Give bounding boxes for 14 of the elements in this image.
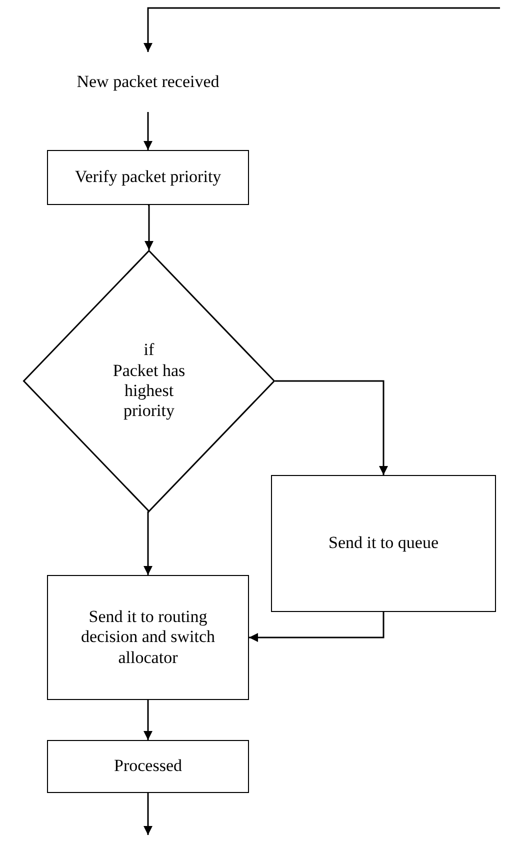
arrow [144,793,152,835]
decision-diamond: if Packet has highest priority [23,250,275,512]
process-box: Send it to queue [271,475,496,612]
start-label: New packet received [30,52,266,112]
arrow [144,511,152,575]
arrow [144,7,500,52]
arrow [249,612,384,642]
process-box: Processed [47,740,249,793]
process-box: Send it to routing decision and switch allocator [47,575,249,700]
arrow [144,112,152,150]
process-box: Verify packet priority [47,150,249,205]
arrow [275,380,388,475]
arrow [144,700,152,740]
arrow [144,204,154,250]
